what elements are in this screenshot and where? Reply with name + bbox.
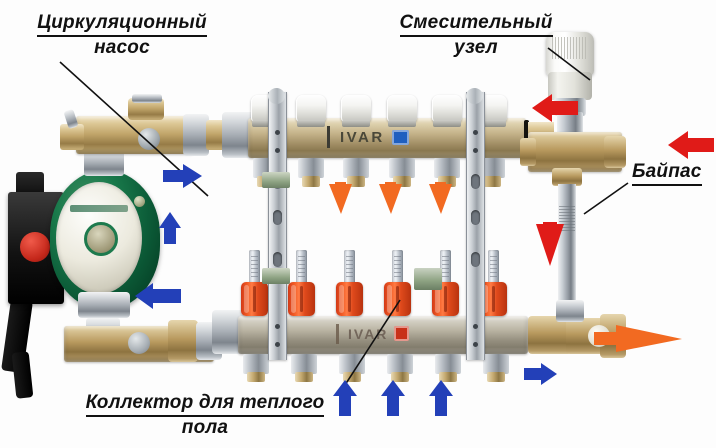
arrow-bottom-right-blue bbox=[524, 363, 557, 385]
top-manifold-outlet-tail bbox=[347, 176, 365, 187]
bottom-right-union-nut bbox=[556, 300, 584, 322]
upper-left-top-cap bbox=[132, 94, 162, 103]
bottom-manifold-inlet-tail bbox=[343, 372, 361, 382]
bottom-manifold-inlet-tail bbox=[247, 372, 265, 382]
top-manifold-outlet-tail bbox=[302, 176, 320, 187]
flowmeter-sight-tube bbox=[392, 250, 403, 286]
mixing-unit-label: Смесительный узел bbox=[386, 12, 566, 60]
mixing-unit-label-line1: Смесительный bbox=[399, 12, 553, 38]
arrow-pump-in-blue-up bbox=[159, 212, 181, 244]
underfloor-manifold-label-line1: Коллектор для теплого bbox=[85, 392, 325, 418]
bottom-manifold-inlet bbox=[483, 354, 509, 374]
flowmeter-knob bbox=[288, 282, 315, 316]
flowmeter-knob bbox=[241, 282, 268, 316]
top-valve-cap bbox=[341, 95, 371, 127]
bottom-manifold-inlet-tail bbox=[487, 372, 505, 382]
upper-left-brass-body bbox=[76, 116, 194, 154]
bottom-manifold-brand-logo bbox=[394, 326, 409, 341]
circulation-pump-label-line1: Циркуляционный bbox=[37, 12, 207, 38]
bottom-manifold-inlet bbox=[291, 354, 317, 374]
rail-bracket-clip-mid bbox=[414, 268, 442, 290]
flowmeter-sight-tube bbox=[440, 250, 451, 286]
mixing-valve-bottom-port bbox=[552, 168, 582, 186]
bottom-manifold-inlet bbox=[339, 354, 365, 374]
leader-bypass bbox=[583, 182, 629, 215]
bypass-downpipe bbox=[558, 184, 576, 314]
circulation-pump-label: Циркуляционный насос bbox=[22, 12, 222, 60]
mounting-rail-right bbox=[466, 92, 485, 360]
bottom-right-end-plug bbox=[588, 325, 610, 347]
circulation-pump-label-line2: насос bbox=[94, 37, 150, 59]
top-manifold-outlet-tail bbox=[393, 176, 411, 187]
pump-label-text bbox=[70, 205, 128, 212]
bottom-manifold-inlet bbox=[243, 354, 269, 374]
pump-bleed-screw bbox=[134, 196, 145, 207]
flowmeter-sight-tube bbox=[249, 250, 260, 286]
lower-left-hex-nut bbox=[168, 320, 198, 362]
bottom-manifold-brand-tick bbox=[336, 324, 339, 344]
top-valve-cap bbox=[432, 95, 462, 127]
bypass-label-line1: Байпас bbox=[632, 161, 702, 187]
pump-red-button bbox=[20, 232, 50, 262]
flowmeter-knob bbox=[384, 282, 411, 316]
upper-left-side-port bbox=[138, 128, 160, 150]
bypass-downpipe-threads bbox=[559, 206, 575, 232]
bottom-manifold-inlet bbox=[387, 354, 413, 374]
top-manifold-outlet bbox=[343, 158, 369, 178]
mixing-valve-left-port bbox=[520, 138, 536, 166]
rail-bracket-clip-upper bbox=[262, 172, 290, 188]
flowmeter-sight-tube bbox=[296, 250, 307, 286]
top-manifold-brand-logo bbox=[392, 130, 409, 145]
circulation-pump-hub bbox=[84, 222, 118, 256]
top-manifold-brand-text: IVAR bbox=[340, 129, 385, 146]
arrow-bypass-in-red bbox=[668, 131, 714, 159]
mixing-unit-label-line2: узел bbox=[454, 37, 498, 59]
bottom-manifold-inlet-tail bbox=[391, 372, 409, 382]
arrow-loop-up-blue-2 bbox=[381, 380, 405, 416]
mounting-rail-right-eye bbox=[466, 88, 483, 104]
pump-power-cable-lower bbox=[11, 351, 34, 399]
thermostatic-head-skirt bbox=[548, 72, 592, 100]
arrow-pump-out-blue-right bbox=[163, 164, 202, 188]
bypass-label: Байпас bbox=[632, 161, 702, 187]
top-manifold-outlet bbox=[434, 158, 460, 178]
lower-left-side-port bbox=[128, 332, 150, 354]
mixing-valve-right-port bbox=[604, 136, 626, 168]
mounting-rail-left-eye bbox=[268, 88, 285, 104]
pump-lower-union-nut bbox=[78, 292, 130, 318]
flowmeter-sight-tube bbox=[488, 250, 499, 286]
bottom-manifold-inlet-tail bbox=[439, 372, 457, 382]
rail-bracket-clip-lower bbox=[262, 268, 290, 284]
bottom-right-elbow bbox=[528, 316, 572, 354]
top-manifold-outlet-tail bbox=[483, 176, 501, 187]
top-valve-cap bbox=[296, 95, 326, 127]
bottom-manifold-inlet bbox=[435, 354, 461, 374]
underfloor-manifold-label: Коллектор для теплого пола bbox=[60, 392, 350, 440]
top-manifold-outlet bbox=[389, 158, 415, 178]
top-valve-cap bbox=[387, 95, 417, 127]
bottom-manifold-brand-text: IVAR bbox=[348, 326, 389, 342]
mounting-rail-left bbox=[268, 92, 287, 360]
bottom-manifold-inlet-tail bbox=[295, 372, 313, 382]
top-manifold-outlet-tail bbox=[438, 176, 456, 187]
top-manifold-brand-tick bbox=[327, 126, 330, 148]
flowmeter-sight-tube bbox=[344, 250, 355, 286]
arrow-loop-up-blue-3 bbox=[429, 380, 453, 416]
underfloor-manifold-label-line2: пола bbox=[181, 417, 229, 439]
top-manifold-outlet bbox=[479, 158, 505, 178]
top-manifold-outlet bbox=[298, 158, 324, 178]
flowmeter-knob bbox=[336, 282, 363, 316]
